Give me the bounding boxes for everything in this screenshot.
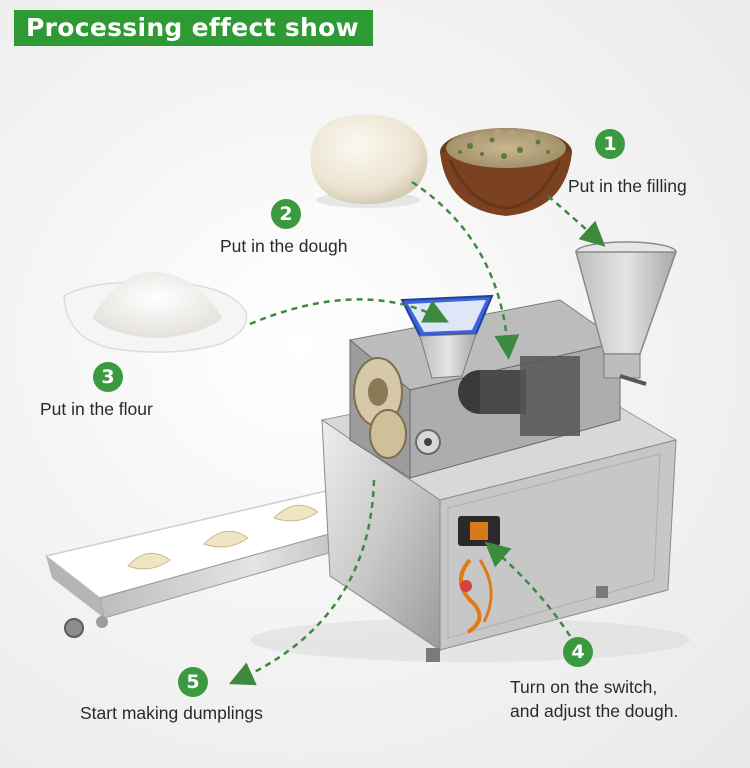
step-3-label: Put in the flour	[40, 399, 153, 419]
step-2-label: Put in the dough	[220, 236, 348, 256]
arrow-dough	[411, 180, 520, 360]
filling-bowl-image	[440, 128, 572, 216]
step-5-label: Start making dumplings	[80, 703, 263, 723]
step-4-badge: 4	[563, 637, 593, 667]
page-title: Processing effect show	[14, 10, 374, 46]
power-switch	[458, 516, 500, 634]
flour-plate-image	[63, 271, 248, 353]
flow-arrows	[228, 180, 606, 686]
step-1-label: Put in the filling	[568, 176, 687, 196]
step-5-badge: 5	[178, 667, 208, 697]
step-4-label-line-1: Turn on the switch,	[510, 677, 658, 697]
step-4-label-line-2: and adjust the dough.	[510, 701, 679, 721]
forming-unit	[348, 299, 622, 479]
step-1-badge: 1	[595, 129, 625, 159]
arrow-filling	[547, 195, 606, 247]
step-3-badge: 3	[93, 362, 123, 392]
step-4-label: Turn on the switch, and adjust the dough…	[510, 675, 740, 723]
arrow-dumplings	[228, 479, 376, 686]
step-2-badge: 2	[271, 199, 301, 229]
filling-funnel	[575, 241, 678, 386]
dough-ball-image	[310, 114, 428, 208]
arrow-switch	[484, 541, 572, 637]
